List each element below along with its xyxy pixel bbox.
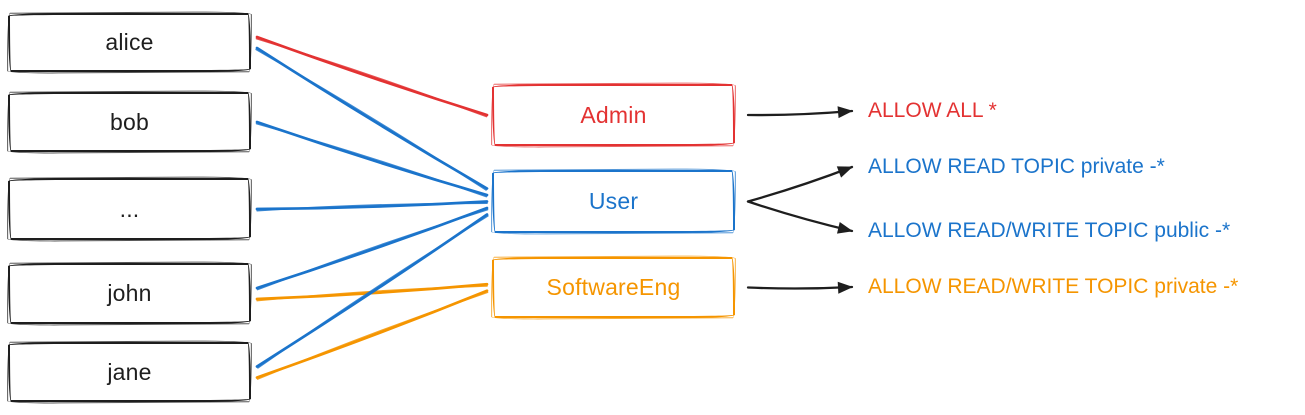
user-box-bob: bob bbox=[8, 92, 251, 152]
grant-arrow-user-read-write-public bbox=[746, 200, 854, 234]
user-label-alice: alice bbox=[105, 29, 154, 55]
user-label-john: john bbox=[107, 280, 152, 306]
rule-read-private: ALLOW READ TOPIC private -* bbox=[868, 155, 1165, 178]
grant-arrow-admin-allow-all bbox=[746, 106, 854, 119]
grant-arrow-softwareeng-read-write-private bbox=[746, 281, 854, 294]
assignment-edge-ellipsis-user bbox=[256, 202, 488, 212]
assignment-edge-alice-admin bbox=[255, 37, 488, 118]
role-label-user: User bbox=[588, 188, 639, 214]
assignment-edge-alice-user bbox=[255, 48, 487, 191]
user-box-jane: jane bbox=[8, 342, 251, 402]
role-box-admin: Admin bbox=[492, 84, 735, 146]
assignment-edge-jane-softwareeng bbox=[256, 291, 489, 380]
assignment-edge-jane-user bbox=[257, 215, 489, 369]
user-box-ellipsis: ... bbox=[8, 178, 251, 240]
assignment-edge-john-user bbox=[256, 208, 489, 291]
assignment-edge-bob-user bbox=[255, 122, 488, 198]
user-label-jane: jane bbox=[107, 358, 152, 385]
user-box-alice: alice bbox=[8, 13, 251, 72]
rule-read-write-private: ALLOW READ/WRITE TOPIC private -* bbox=[868, 275, 1239, 298]
user-label-bob: bob bbox=[110, 108, 149, 135]
role-label-softwareeng: SoftwareEng bbox=[546, 274, 681, 300]
role-box-user: User bbox=[492, 170, 735, 233]
rule-allow-all: ALLOW ALL * bbox=[868, 99, 997, 122]
role-box-softwareeng: SoftwareEng bbox=[492, 257, 735, 318]
user-label-ellipsis: ... bbox=[119, 195, 140, 222]
grant-arrow-user-read-private bbox=[746, 165, 854, 203]
role-label-admin: Admin bbox=[580, 101, 647, 128]
user-box-john: john bbox=[8, 263, 251, 324]
rule-read-write-public: ALLOW READ/WRITE TOPIC public -* bbox=[868, 219, 1231, 242]
